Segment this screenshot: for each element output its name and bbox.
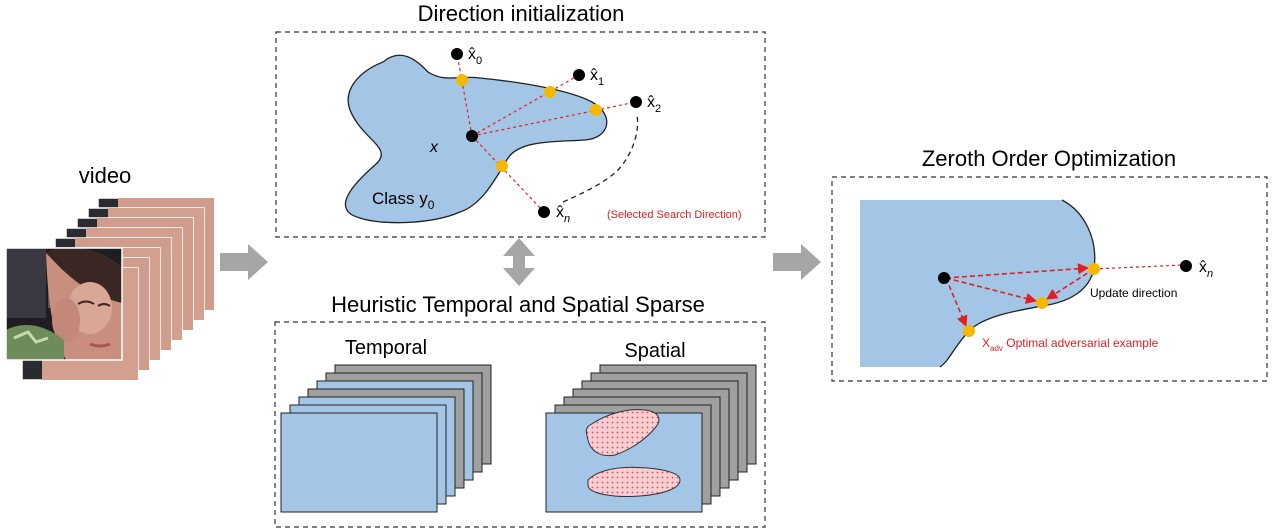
arrow-right-icon: [773, 244, 821, 280]
video-label: video: [79, 163, 132, 188]
video-frame-stack: [5, 197, 215, 381]
sparse-panel: [274, 321, 766, 528]
point-label-x2: x̂2: [647, 94, 661, 115]
temporal-frame-active: [280, 412, 438, 513]
boundary-point: [456, 74, 468, 86]
sample-point-xn: [1180, 260, 1192, 272]
point-label-x0: x̂0: [468, 46, 482, 67]
boundary-point: [1088, 263, 1100, 275]
selected-direction-note: (Selected Search Direction): [607, 209, 742, 221]
direction-init-title: Direction initialization: [418, 1, 625, 26]
sparse-title: Heuristic Temporal and Spatial Sparse: [331, 292, 705, 317]
sample-point-x1: [573, 69, 585, 81]
update-direction-label: Update direction: [1090, 286, 1177, 300]
sample-point-x2: [630, 96, 642, 108]
origin-point: [938, 272, 950, 284]
search-direction-lines: [456, 53, 637, 213]
update-arrow: [1046, 268, 1095, 300]
boundary-points: [456, 74, 602, 172]
var-x-label: x: [429, 139, 439, 156]
sample-points: [451, 48, 642, 218]
zoo-class-region: [860, 200, 1095, 367]
direction-init-panel: [275, 31, 766, 238]
spatial-mask-region: [585, 409, 660, 457]
search-direction-line: [1093, 264, 1185, 270]
zoo-panel: [831, 176, 1268, 382]
boundary-point: [590, 104, 602, 116]
spatial-label: Spatial: [624, 340, 685, 362]
sample-point-xn: [538, 206, 550, 218]
origin-point: [466, 130, 478, 142]
class-label: Class y0: [372, 189, 435, 212]
arrow-right-icon: [220, 244, 268, 280]
video-front-frame: [5, 247, 123, 361]
adversarial-example-label: Xadv Optimal adversarial example: [982, 336, 1159, 353]
search-path-curve: [562, 114, 639, 203]
adversarial-point: [963, 325, 975, 337]
bidirectional-arrow-icon: [503, 238, 535, 286]
update-arrow: [945, 277, 968, 328]
boundary-point: [1036, 297, 1048, 309]
boundary-point: [544, 86, 556, 98]
spatial-mask-region: [587, 466, 681, 497]
point-label-x1: x̂1: [590, 67, 604, 88]
temporal-frame-stack: [280, 364, 492, 513]
point-label-xn: x̂n: [556, 204, 570, 225]
zoo-point-label: x̂n: [1199, 259, 1213, 280]
zoo-title: Zeroth Order Optimization: [922, 146, 1176, 171]
temporal-label: Temporal: [345, 337, 427, 359]
sample-point-x0: [451, 48, 463, 60]
update-arrows: [945, 263, 1095, 328]
boundary-point: [496, 160, 508, 172]
